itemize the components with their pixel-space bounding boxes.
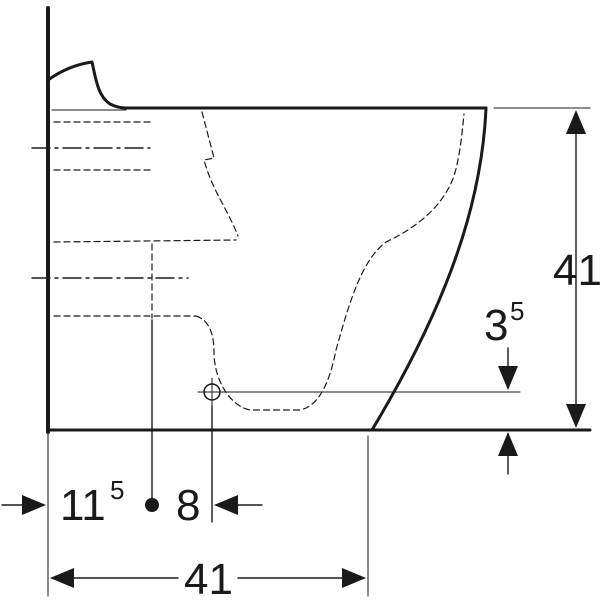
height-arrow-top (566, 110, 586, 134)
outlet-height-arrow-bottom (498, 432, 518, 456)
left-offset-label: 11 (60, 481, 106, 530)
outlet-offset-label: 8 (176, 481, 200, 530)
height-dimension-label: 41 (553, 246, 600, 295)
centerline-dot (145, 498, 159, 512)
depth-arrow-right (342, 568, 366, 588)
outlet-height-label: 3 (484, 301, 508, 350)
trap-outline (195, 113, 465, 411)
depth-dimension-label: 41 (184, 555, 233, 600)
left-offset-superscript: 5 (110, 475, 124, 505)
toilet-back-profile (46, 60, 488, 110)
outlet-height-superscript: 5 (510, 296, 524, 326)
height-arrow-bottom (566, 404, 586, 428)
outlet-offset-arrow (214, 495, 238, 515)
depth-arrow-left (50, 568, 74, 588)
outlet-height-arrow-top (498, 366, 518, 390)
toilet-front-profile (370, 106, 488, 432)
left-offset-arrow (22, 495, 46, 515)
bowl-inner-outline (201, 111, 239, 237)
hidden-line-3 (53, 239, 237, 243)
